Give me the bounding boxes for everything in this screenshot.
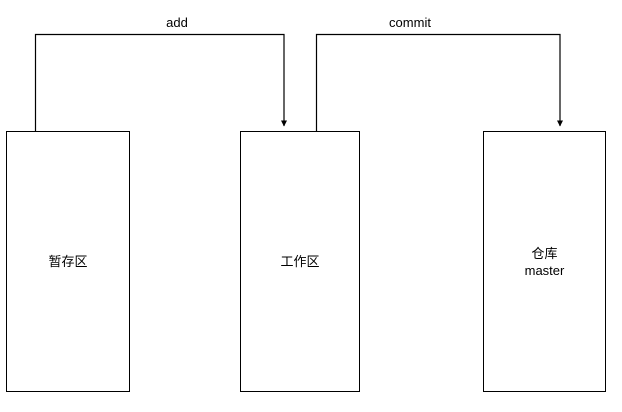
edge-label-add: add [166, 15, 188, 30]
box-staging-area[interactable]: 暂存区 [6, 131, 130, 392]
box-repository-branch-label: master [524, 262, 565, 278]
box-working-directory[interactable]: 工作区 [240, 131, 360, 392]
edge-label-commit: commit [389, 15, 431, 30]
add-connector [34, 33, 288, 131]
box-staging-area-label: 暂存区 [48, 254, 88, 269]
commit-connector [315, 33, 564, 131]
box-repository[interactable]: 仓库 master [483, 131, 606, 392]
box-working-directory-label: 工作区 [280, 254, 320, 269]
box-repository-label: 仓库 [531, 245, 558, 261]
